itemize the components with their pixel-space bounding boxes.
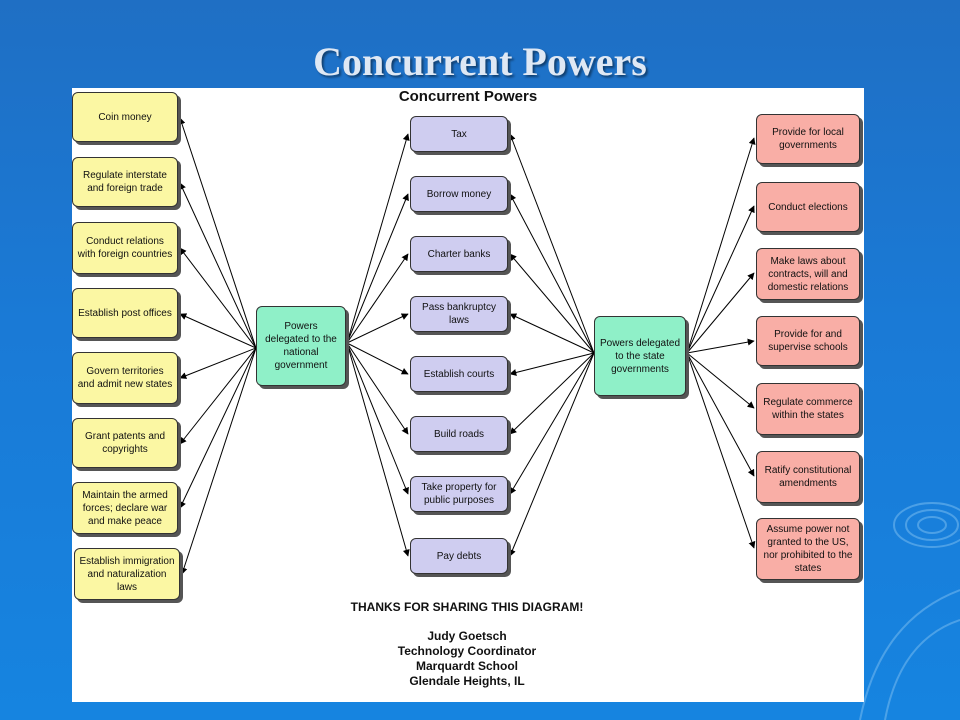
state-power-contract-laws: Make laws about contracts, will and dome… xyxy=(756,248,860,300)
concurrent-power-take-property: Take property for public purposes xyxy=(410,476,508,512)
national-power-regulate-trade: Regulate interstate and foreign trade xyxy=(72,157,178,207)
credits-role: Technology Coordinator xyxy=(397,644,537,658)
state-power-regulate-commerce: Regulate commerce within the states xyxy=(756,383,860,435)
national-power-foreign-relations: Conduct relations with foreign countries xyxy=(72,222,178,274)
connector-lines xyxy=(178,117,756,575)
concurrent-power-pay-debts: Pay debts xyxy=(410,538,508,574)
credits-city: Glendale Heights, IL xyxy=(409,674,525,688)
concurrent-power-bankruptcy-laws: Pass bankruptcy laws xyxy=(410,296,508,332)
diagram-title: Concurrent Powers xyxy=(398,88,538,105)
credits-school: Marquardt School xyxy=(415,659,518,673)
concurrent-power-establish-courts: Establish courts xyxy=(410,356,508,392)
credits-name: Judy Goetsch xyxy=(427,629,507,643)
diagram-panel: Concurrent Powers Coin money Regulate in… xyxy=(72,88,864,702)
state-power-local-governments: Provide for local governments xyxy=(756,114,860,164)
state-power-reserved-powers: Assume power not granted to the US, nor … xyxy=(756,518,860,580)
concurrent-power-charter-banks: Charter banks xyxy=(410,236,508,272)
credits-thanks: THANKS FOR SHARING THIS DIAGRAM! xyxy=(350,600,584,614)
state-power-schools: Provide for and supervise schools xyxy=(756,316,860,366)
national-power-immigration: Establish immigration and naturalization… xyxy=(74,548,180,600)
state-power-ratify-amendments: Ratify constitutional amendments xyxy=(756,451,860,503)
concurrent-power-tax: Tax xyxy=(410,116,508,152)
concurrent-power-build-roads: Build roads xyxy=(410,416,508,452)
national-power-patents: Grant patents and copyrights xyxy=(72,418,178,468)
water-ripple-decoration xyxy=(859,502,960,720)
state-government-hub: Powers delegated to the state government… xyxy=(594,316,686,396)
national-government-hub: Powers delegated to the national governm… xyxy=(256,306,346,386)
national-power-coin-money: Coin money xyxy=(72,92,178,142)
credits-block: THANKS FOR SHARING THIS DIAGRAM! Judy Go… xyxy=(302,600,632,689)
national-power-territories: Govern territories and admit new states xyxy=(72,352,178,404)
slide-title: Concurrent Powers xyxy=(313,39,647,84)
concurrent-power-borrow-money: Borrow money xyxy=(410,176,508,212)
national-power-post-offices: Establish post offices xyxy=(72,288,178,338)
national-power-armed-forces: Maintain the armed forces; declare war a… xyxy=(72,482,178,534)
state-power-conduct-elections: Conduct elections xyxy=(756,182,860,232)
